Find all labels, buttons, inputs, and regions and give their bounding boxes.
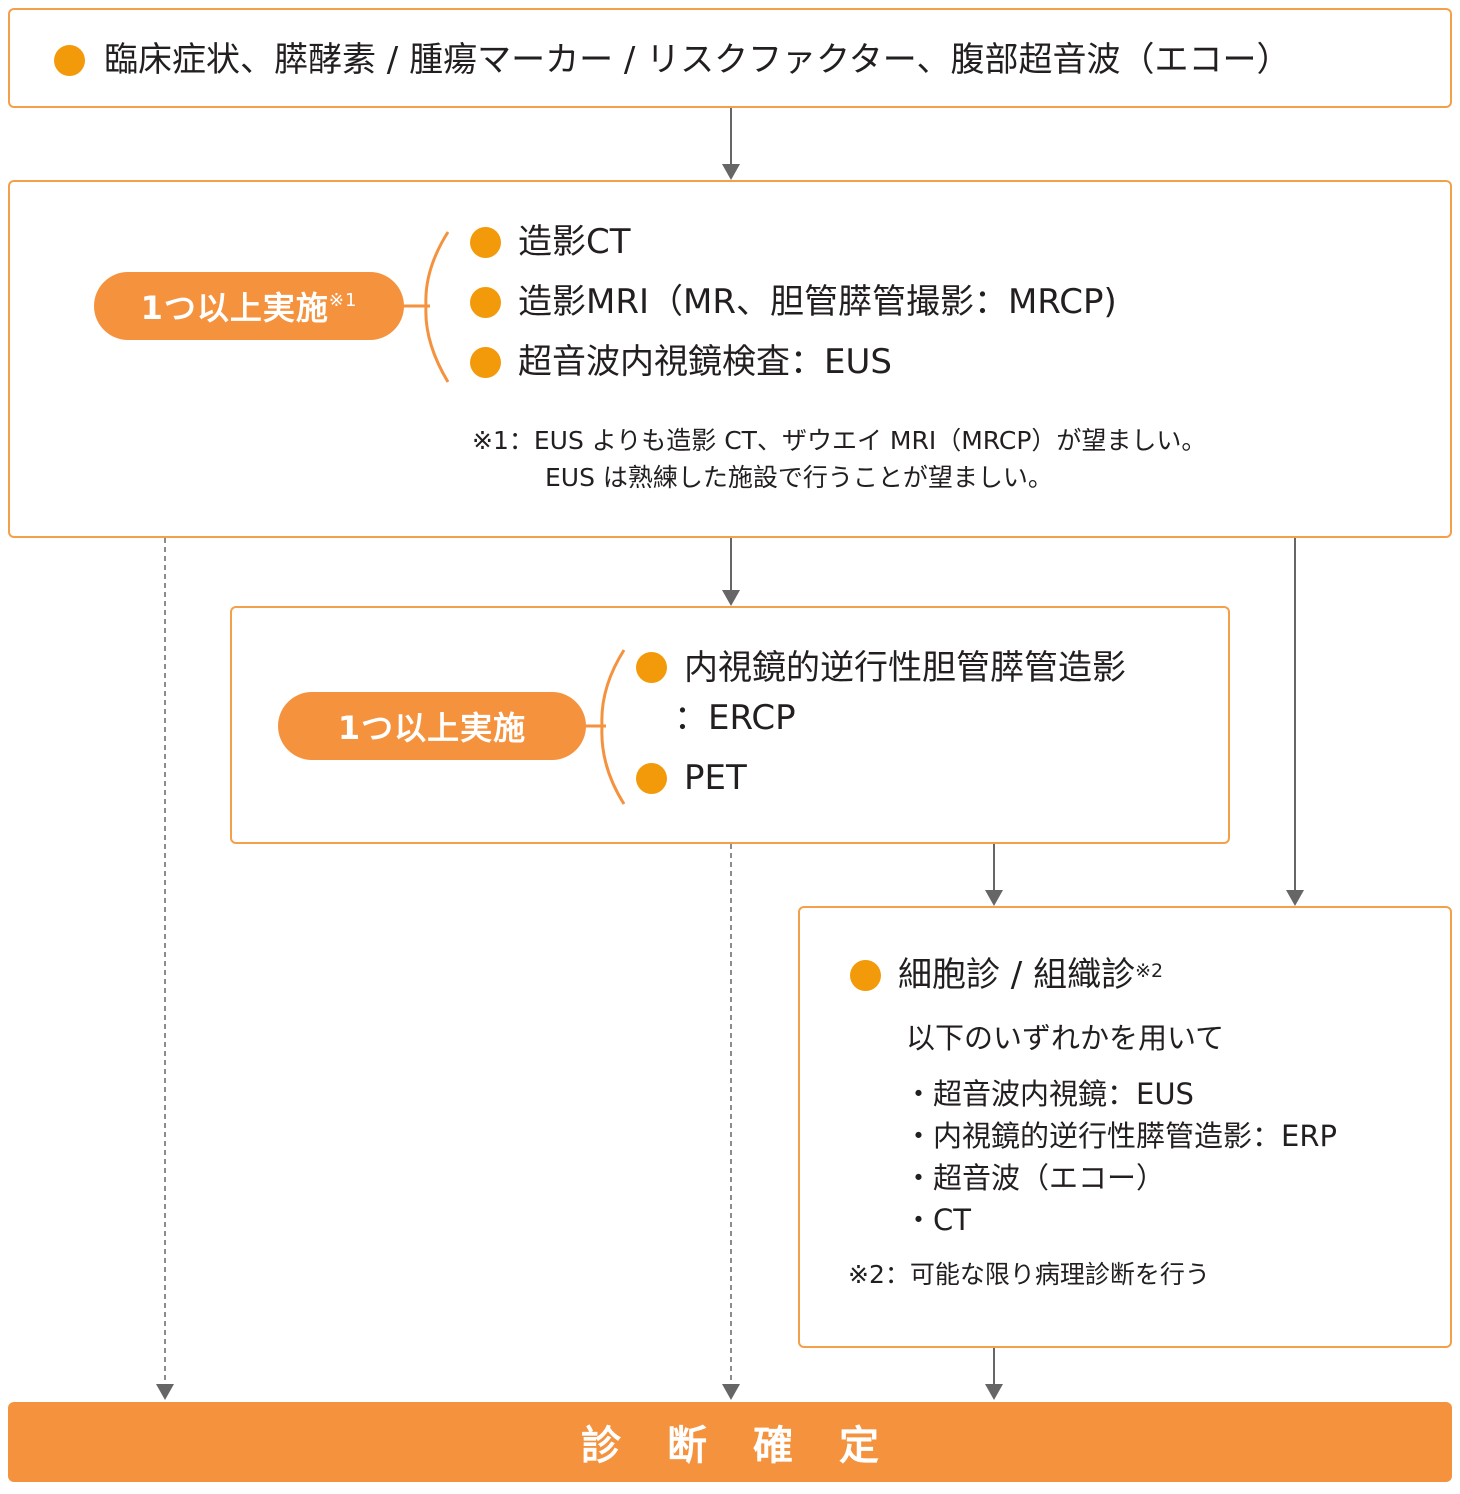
bracket: [584, 649, 626, 805]
step4-title-text: 細胞診 / 組織診: [898, 955, 1136, 995]
step2-box: 1つ以上実施※1 造影CT 造影MRI（MR、胆管膵管撮影：MRCP) 超音波内…: [8, 180, 1452, 538]
step3-box: 1つ以上実施 内視鏡的逆行性胆管膵管造影 ：ERCP PET: [230, 606, 1230, 844]
step4-box: 細胞診 / 組織診※2 以下のいずれかを用いて ・超音波内視鏡：EUS ・内視鏡…: [798, 906, 1452, 1348]
step2-note-line1: ※1：EUS よりも造影 CT、ザウエイ MRI（MRCP）が望ましい。: [472, 426, 1207, 455]
arrowhead: [985, 890, 1003, 906]
step4-note: ※2：可能な限り病理診断を行う: [848, 1260, 1210, 1289]
arrowhead: [985, 1384, 1003, 1400]
bracket: [402, 231, 450, 383]
arrowhead: [156, 1384, 174, 1400]
step2-note-line2: EUS は熟練した施設で行うことが望ましい。: [545, 463, 1053, 492]
arrowhead: [722, 164, 740, 180]
bullet-dot: [470, 227, 501, 258]
pill-label: 1つ以上実施: [337, 709, 527, 747]
step4-method-erp: ・内視鏡的逆行性膵管造影：ERP: [904, 1119, 1337, 1153]
step2-item-ct: 造影CT: [518, 222, 631, 262]
step2-pill: 1つ以上実施※1: [94, 272, 404, 340]
step4-method-eus: ・超音波内視鏡：EUS: [904, 1077, 1194, 1111]
step3-item-ercp-abbr: ：ERCP: [674, 698, 796, 738]
step1-text: 臨床症状、膵酵素 / 腫瘍マーカー / リスクファクター、腹部超音波（エコー）: [104, 40, 1291, 80]
bullet-dot: [636, 763, 667, 794]
bullet-dot: [470, 287, 501, 318]
step1-box: 臨床症状、膵酵素 / 腫瘍マーカー / リスクファクター、腹部超音波（エコー）: [8, 8, 1452, 108]
bullet-dot: [850, 960, 881, 991]
arrowhead: [722, 590, 740, 606]
step2-item-eus: 超音波内視鏡検査：EUS: [518, 342, 892, 382]
pill-label: 1つ以上実施: [140, 289, 329, 327]
step4-method-echo: ・超音波（エコー）: [904, 1161, 1166, 1195]
step4-footnote-mark: ※2: [1135, 960, 1164, 982]
step3-pill: 1つ以上実施: [278, 692, 586, 760]
bullet-dot: [54, 45, 85, 76]
arrowhead: [722, 1384, 740, 1400]
arrowhead: [1286, 890, 1304, 906]
step2-item-mri: 造影MRI（MR、胆管膵管撮影：MRCP): [518, 282, 1117, 322]
step4-intro: 以下のいずれかを用いて: [906, 1021, 1225, 1055]
final-diagnosis-banner: 診断確定: [8, 1402, 1452, 1482]
bullet-dot: [470, 347, 501, 378]
step4-title: 細胞診 / 組織診※2: [898, 955, 1163, 995]
final-label: 診断確定: [581, 1423, 925, 1469]
step4-method-ct: ・CT: [904, 1203, 971, 1237]
step3-item-ercp: 内視鏡的逆行性胆管膵管造影: [684, 648, 1126, 688]
bullet-dot: [636, 652, 667, 683]
step3-item-pet: PET: [684, 758, 747, 798]
pill-footnote-mark: ※1: [328, 289, 358, 311]
